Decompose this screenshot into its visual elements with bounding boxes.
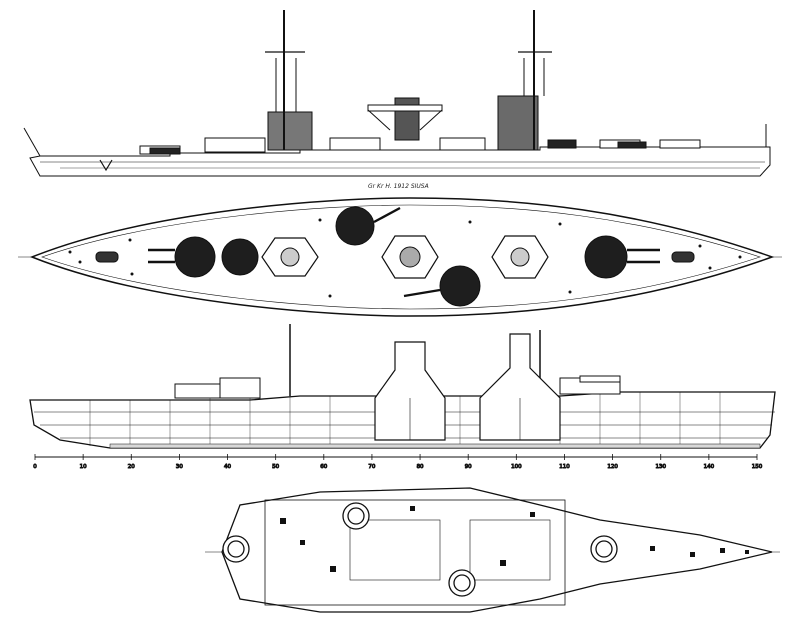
profile-view [23,10,771,177]
scale-tick-label: 20 [128,464,135,470]
scale-tick-label: 80 [417,464,424,470]
scale-tick-label: 120 [607,464,618,470]
scale-tick-label: 110 [559,464,570,470]
scale-tick-label: 130 [655,464,666,470]
scale-ticks: 0 10 20 30 40 50 60 70 80 90 100 110 120 130 140 150 [33,454,763,471]
profile-hull [29,146,771,177]
scale-tick-label: 70 [368,464,375,470]
deck-plan-view [18,197,782,317]
scale-tick-label: 90 [465,464,472,470]
lower-deck-plan-view [205,487,780,613]
scale-tick-label: 10 [80,464,87,470]
scale-tick-label: 140 [704,464,715,470]
scale-tick-label: 30 [176,464,183,470]
lower-deck-outline [221,487,773,613]
aft-uptake [479,333,561,441]
inboard-profile-view [29,324,776,449]
scale-bar: 0 10 20 30 40 50 60 70 80 90 100 110 120 130 140 150 [33,454,763,471]
main-turrets [174,206,628,307]
scale-tick-label: 50 [272,464,279,470]
scale-tick-label: 150 [752,464,763,470]
scale-tick-label: 60 [320,464,327,470]
scale-tick-label: 100 [511,464,522,470]
scale-tick-label: 40 [224,464,231,470]
scale-tick-label: 0 [33,464,37,470]
profile-caption: Gr Kr H. 1912 SIUSA [368,183,429,190]
fore-uptake [374,341,446,441]
